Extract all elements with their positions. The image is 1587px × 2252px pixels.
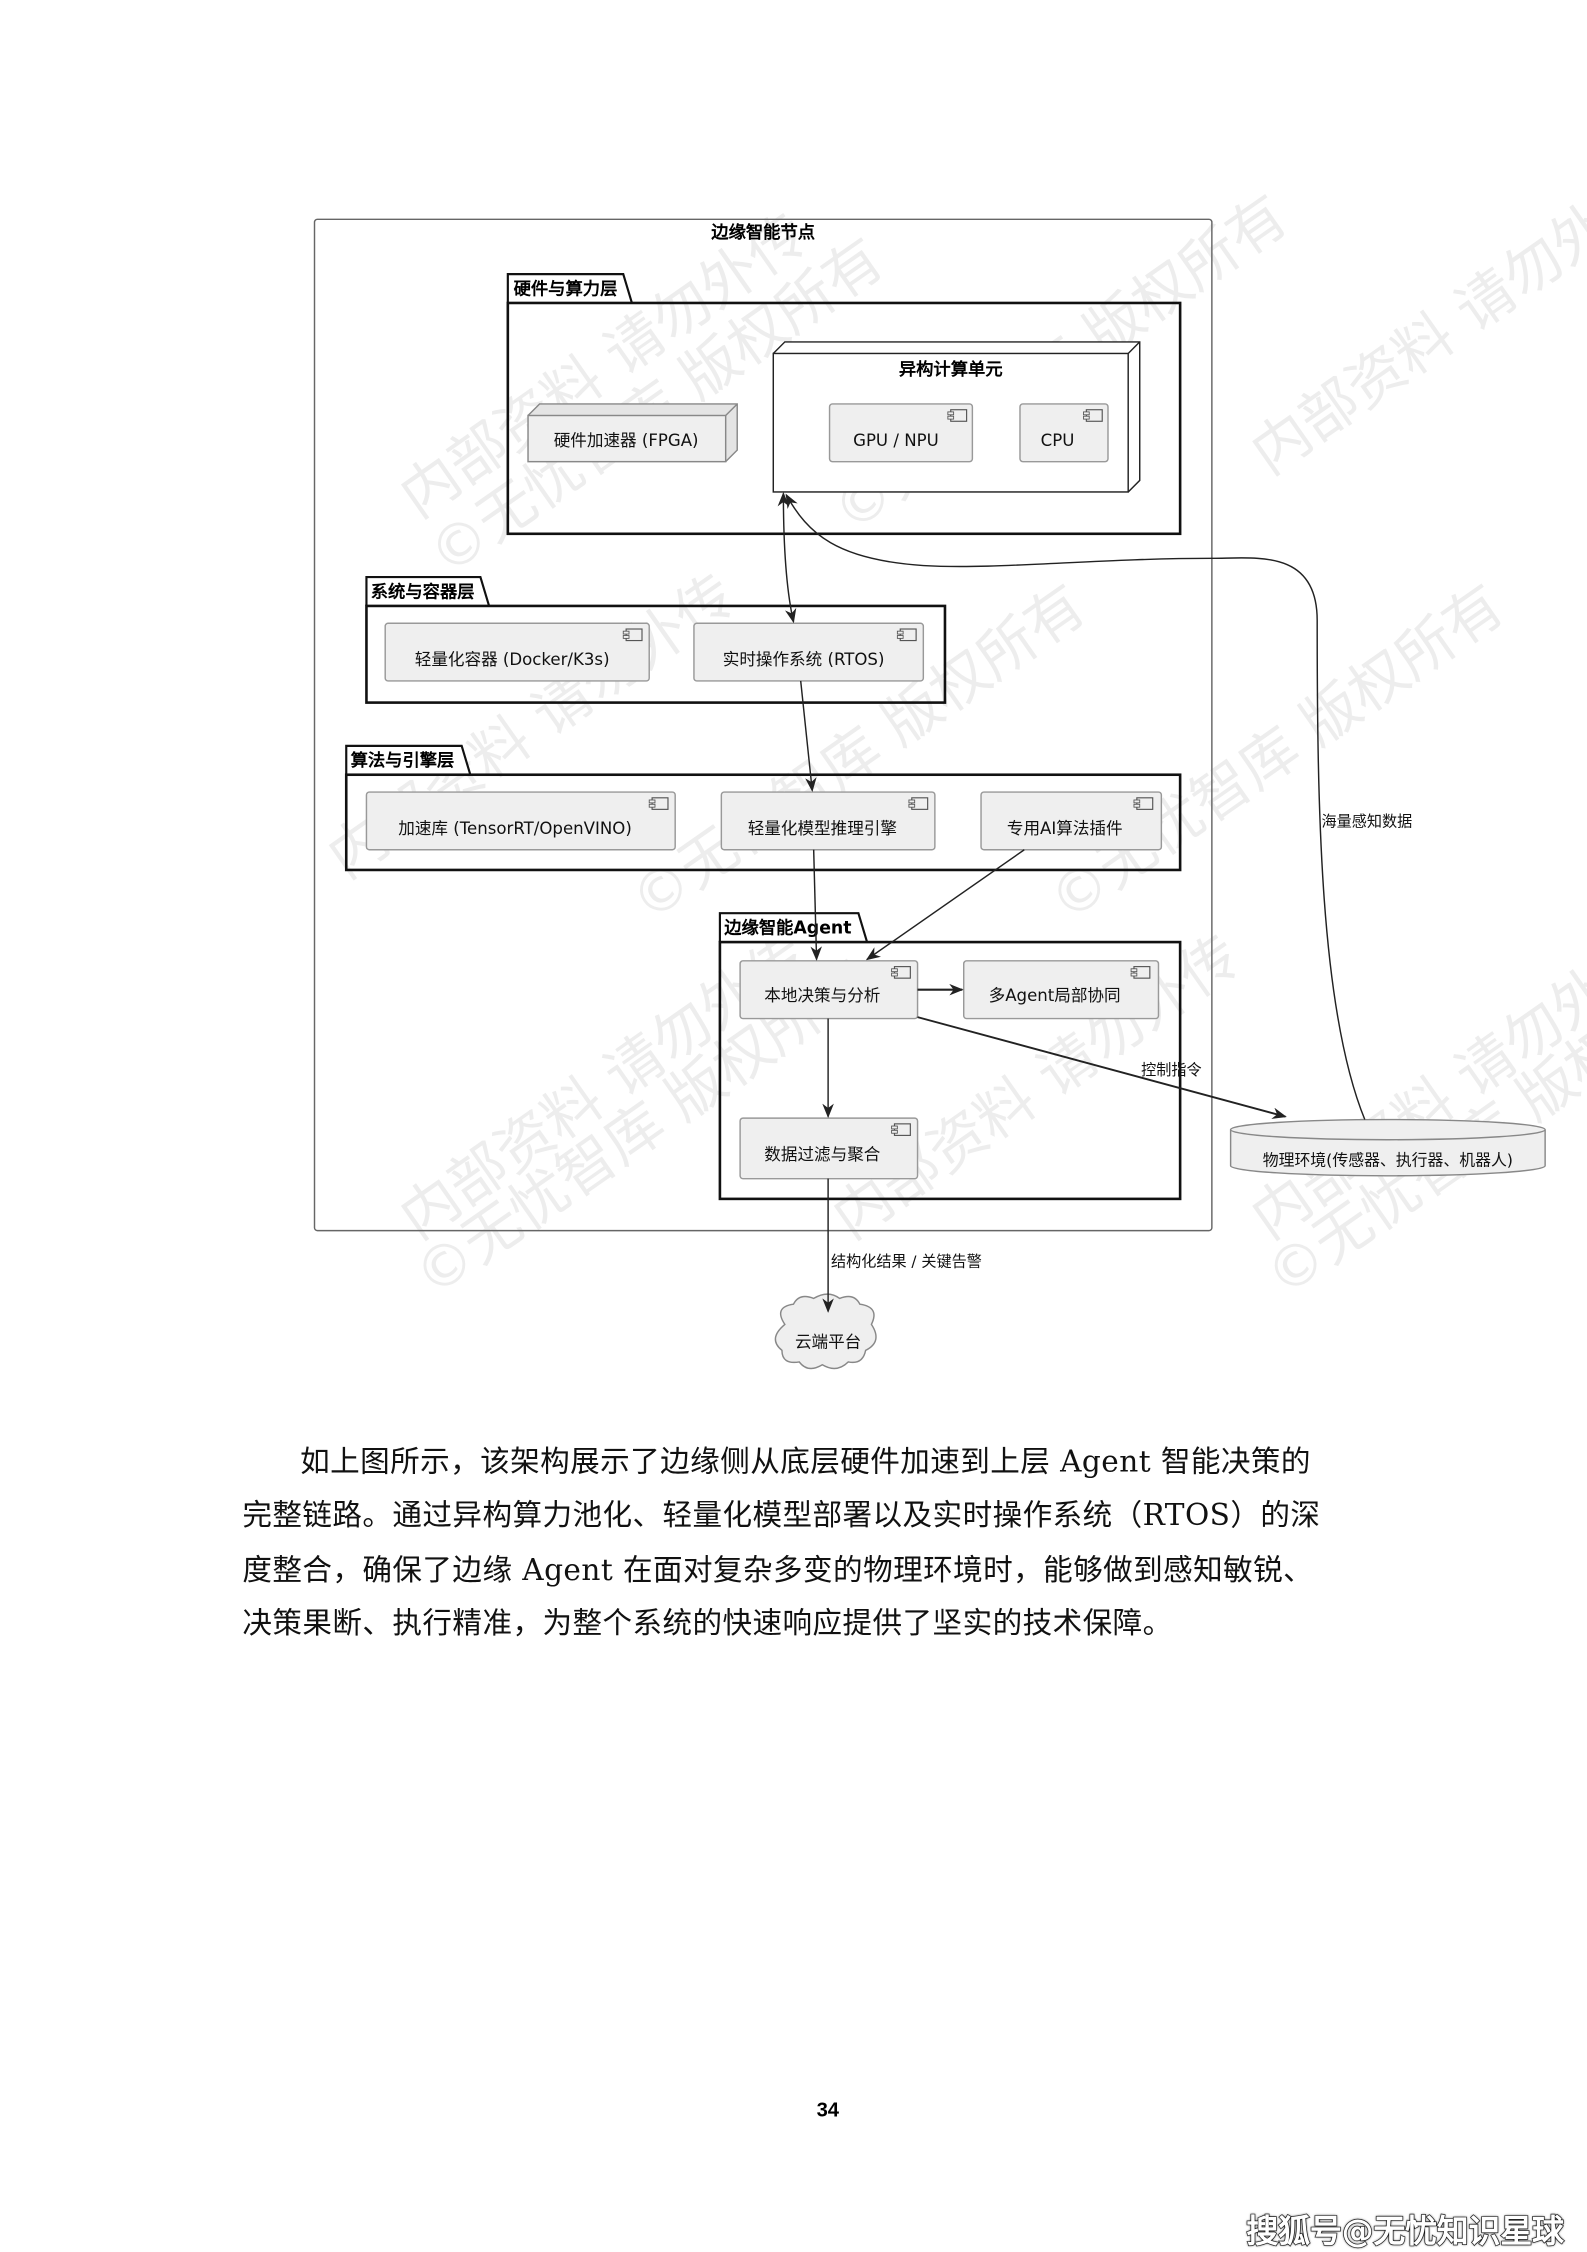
component-label: 加速库 (TensorRT/OpenVINO) — [398, 819, 632, 838]
package-agent: 边缘智能Agent 本地决策与分析 多Agent局部协同 数据过滤与聚合 — [718, 912, 1182, 1201]
paragraph-line: 如上图所示，该架构展示了边缘侧从底层硬件加速到上层 Agent 智能决策的 — [300, 1444, 1311, 1479]
source-watermark: 搜狐号@无忧知识星球 — [1246, 2214, 1565, 2252]
watermark-text: ©无忧智库 版权所有 — [1037, 571, 1516, 935]
cloud-platform[interactable]: 云端平台 — [774, 1293, 877, 1370]
edge-plugin-decision — [865, 849, 1025, 961]
node-label: 硬件加速器 (FPGA) — [554, 431, 699, 450]
component-data-filter[interactable]: 数据过滤与聚合 — [739, 1117, 919, 1180]
paragraph-line: 完整链路。通过异构算力池化、轻量化模型部署以及实时操作系统（RTOS）的深 — [242, 1497, 1321, 1533]
edge-engine-decision — [810, 849, 822, 961]
component-rtos[interactable]: 实时操作系统 (RTOS) — [693, 622, 925, 682]
package-title: 硬件与算力层 — [514, 278, 618, 299]
component-multi-agent[interactable]: 多Agent局部协同 — [963, 960, 1160, 1020]
cloud-label: 云端平台 — [795, 1332, 861, 1351]
component-inference-engine[interactable]: 轻量化模型推理引擎 — [720, 791, 936, 851]
edge-label-control: 控制指令 — [1141, 1061, 1202, 1079]
component-accel-lib[interactable]: 加速库 (TensorRT/OpenVINO) — [365, 791, 676, 851]
component-gpu-npu[interactable]: GPU / NPU — [828, 403, 974, 463]
component-label: GPU / NPU — [853, 431, 939, 450]
physical-environment[interactable]: 物理环境(传感器、执行器、机器人) — [1229, 1118, 1546, 1177]
component-label: 数据过滤与聚合 — [764, 1145, 880, 1164]
component-label: 轻量化模型推理引擎 — [748, 819, 897, 838]
paragraph-line: 度整合，确保了边缘 Agent 在面对复杂多变的物理环境时，能够做到感知敏锐、 — [242, 1552, 1314, 1587]
package-title: 边缘智能Agent — [723, 917, 851, 938]
component-ai-plugin[interactable]: 专用AI算法插件 — [980, 791, 1163, 851]
edge-rtos-engine — [799, 680, 817, 793]
component-label: CPU — [1041, 431, 1075, 450]
edge-hetero-rtos — [777, 491, 797, 624]
edges — [777, 491, 1366, 1313]
package-algorithm: 算法与引擎层 加速库 (TensorRT/OpenVINO) 轻量化模型推理引擎… — [344, 744, 1182, 872]
edge-label-result: 结构化结果 / 关键告警 — [831, 1253, 982, 1271]
environment-label: 物理环境(传感器、执行器、机器人) — [1263, 1151, 1513, 1170]
edge-label-perception: 海量感知数据 — [1322, 813, 1413, 831]
component-local-decision[interactable]: 本地决策与分析 — [739, 960, 919, 1020]
node-fpga[interactable]: 硬件加速器 (FPGA) — [527, 403, 738, 463]
component-label: 本地决策与分析 — [764, 986, 880, 1005]
page-number: 34 — [816, 2097, 840, 2121]
frame-title: 边缘智能节点 — [710, 222, 815, 243]
edge-control — [917, 1016, 1287, 1119]
watermark-text: 内部资料 请勿外传 — [1239, 157, 1587, 488]
component-label: 多Agent局部协同 — [989, 986, 1121, 1005]
edge-perception — [785, 493, 1366, 1120]
component-label: 轻量化容器 (Docker/K3s) — [415, 650, 610, 669]
component-docker[interactable]: 轻量化容器 (Docker/K3s) — [384, 622, 650, 682]
node-title: 异构计算单元 — [899, 359, 1003, 380]
package-system: 系统与容器层 轻量化容器 (Docker/K3s) 实时操作系统 (RTOS) — [365, 575, 947, 704]
edge-node-frame — [313, 218, 1213, 1232]
component-label: 实时操作系统 (RTOS) — [723, 650, 885, 669]
package-title: 算法与引擎层 — [350, 750, 455, 771]
paragraph-line: 决策果断、执行精准，为整个系统的快速响应提供了坚实的技术保障。 — [242, 1605, 1173, 1641]
component-label: 专用AI算法插件 — [1007, 819, 1123, 838]
package-hardware: 硬件与算力层 硬件加速器 (FPGA) 异构计算单元 GPU / NPU CPU — [506, 273, 1182, 536]
package-title: 系统与容器层 — [371, 581, 475, 602]
component-cpu[interactable]: CPU — [1019, 403, 1109, 463]
